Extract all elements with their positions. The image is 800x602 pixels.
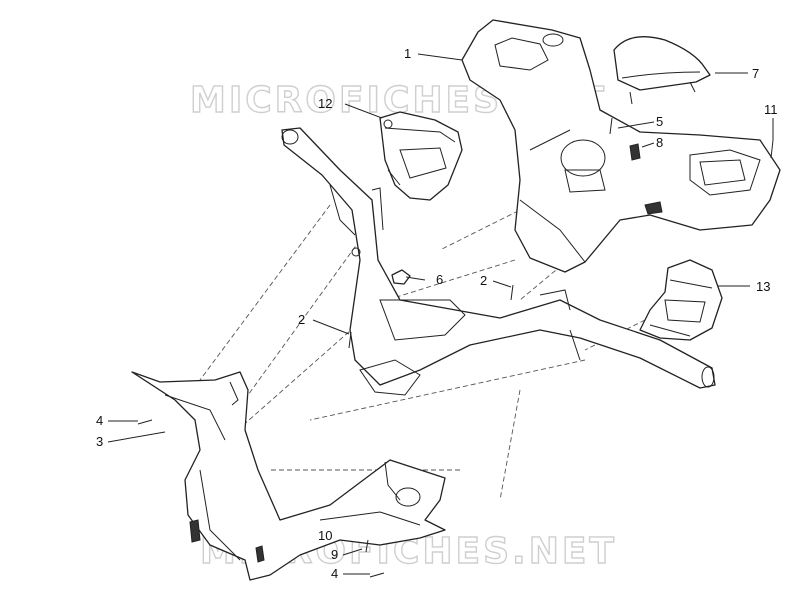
callout-12: 12 [318,96,332,111]
leader-lines [107,53,774,575]
callout-10: 10 [318,528,332,543]
callout-4a: 4 [96,413,103,428]
callout-6: 6 [436,272,443,287]
callout-1: 1 [404,46,411,61]
callout-2a: 2 [298,312,305,327]
callout-2b: 2 [480,273,487,288]
callout-11: 11 [764,102,778,117]
callout-4b: 4 [331,566,338,581]
callout-7: 7 [752,66,759,81]
screws [137,117,774,578]
part-3-lower-shield [131,371,446,581]
part-6-clip [391,269,411,285]
part-13-switch-housing [639,259,723,341]
callout-13: 13 [756,279,770,294]
part-12-switch-housing [379,111,463,201]
callout-8: 8 [656,135,663,150]
callout-5: 5 [656,114,663,129]
callout-3: 3 [96,434,103,449]
callout-9: 9 [331,547,338,562]
handlebar-upper-cover [461,19,781,273]
handlebar-tube [281,127,716,396]
part-7-cap [613,36,711,105]
